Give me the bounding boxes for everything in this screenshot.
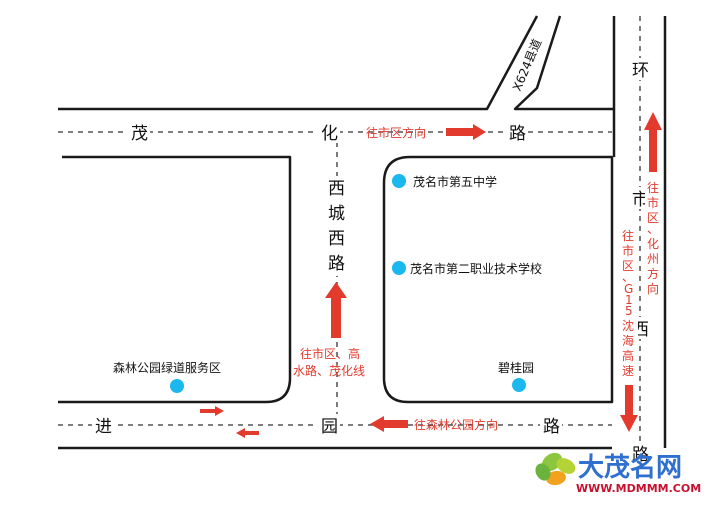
huanshi-char-1: 环 xyxy=(632,61,649,81)
direction-arrows: 往市区方向 往市区、高 水路、茂化线 往森林公园方向 xyxy=(200,124,498,438)
school5-label: 茂名市第五中学 xyxy=(413,174,497,189)
xicheng-char-4: 路 xyxy=(328,254,345,274)
vocational-label: 茂名市第二职业技术学校 xyxy=(410,261,542,276)
biguiyuan-marker xyxy=(512,378,526,392)
biguiyuan-label: 碧桂园 xyxy=(498,360,534,375)
huazhou-char-2: 市 xyxy=(647,195,659,210)
g15-down-arrow xyxy=(620,385,638,432)
to-city-arrow xyxy=(446,124,486,140)
huazhou-char-3: 区 xyxy=(647,211,659,225)
watermark-url: WWW.MDMMM.COM xyxy=(576,482,701,495)
xicheng-char-3: 西 xyxy=(328,229,345,249)
huazhou-char-1: 往 xyxy=(647,180,659,195)
maohua-road-top-edge xyxy=(58,15,539,111)
g15-char-4: 、 xyxy=(622,270,634,284)
poi-markers: 茂名市第五中学 茂名市第二职业技术学校 森林公园绿道服务区 碧桂园 xyxy=(113,174,542,393)
g15-char-10: 高 xyxy=(622,348,634,363)
huazhou-char-5: 化 xyxy=(647,237,659,251)
huanshi-char-4: 路 xyxy=(632,445,649,465)
jinyuan-char-2: 园 xyxy=(321,417,338,437)
right-block-edge xyxy=(382,155,614,404)
forest-station-marker xyxy=(170,379,184,393)
maohua-char-2: 化 xyxy=(321,124,338,144)
forest-station-label: 森林公园绿道服务区 xyxy=(113,360,221,375)
g15-char-6: 1 xyxy=(625,293,633,307)
to-city-gaoshui-line2: 水路、茂化线 xyxy=(293,363,365,378)
x624-road-right-edge xyxy=(513,15,616,111)
huazhou-char-6: 州 xyxy=(647,252,659,266)
clover-logo-icon xyxy=(535,452,576,486)
xicheng-char-2: 城 xyxy=(328,204,345,224)
to-city-gaoshui-line1: 往市区、高 xyxy=(300,346,360,361)
to-city-huazhou-vertical-label: 往 市 区 、 化 州 方 向 xyxy=(645,177,663,301)
huanshi-char-2: 市 xyxy=(632,190,649,210)
jinyuan-char-1: 进 xyxy=(95,417,112,437)
xicheng-up-arrow xyxy=(325,282,347,338)
road-outlines xyxy=(58,15,667,450)
xicheng-char-1: 西 xyxy=(328,179,345,199)
maohua-char-1: 茂 xyxy=(131,124,148,144)
g15-char-9: 海 xyxy=(622,333,634,348)
watermark-brand: 大茂名网 xyxy=(578,452,682,483)
g15-char-1: 往 xyxy=(622,228,634,243)
vocational-marker xyxy=(392,261,406,275)
to-forest-park-arrow xyxy=(370,416,408,432)
school5-marker xyxy=(392,174,406,188)
maohua-char-3: 路 xyxy=(509,124,526,144)
g15-char-5: G xyxy=(624,282,633,296)
maohua-road-label: 茂 化 路 xyxy=(128,121,528,144)
g15-char-7: 5 xyxy=(625,304,633,318)
jinyuan-char-3: 路 xyxy=(543,417,560,437)
g15-char-8: 沈 xyxy=(622,318,634,333)
huazhou-up-arrow xyxy=(644,112,662,172)
huazhou-char-4: 、 xyxy=(647,222,659,236)
g15-char-2: 市 xyxy=(622,243,634,258)
g15-char-3: 区 xyxy=(622,259,634,273)
jinyuan-right-small-arrow xyxy=(200,406,224,416)
xicheng-road-label: 西 城 西 路 xyxy=(326,176,348,276)
to-city-g15-vertical-label: 往 市 区 、 G 1 5 沈 海 高 速 xyxy=(620,222,638,382)
to-city-label: 往市区方向 xyxy=(366,125,426,140)
jinyuan-left-small-arrow xyxy=(236,428,259,438)
huazhou-char-8: 向 xyxy=(647,281,659,296)
left-block-edge xyxy=(58,155,292,404)
to-forest-park-label: 往森林公园方向 xyxy=(414,417,498,432)
road-centerlines xyxy=(58,16,641,448)
huazhou-char-7: 方 xyxy=(647,266,659,281)
g15-char-11: 速 xyxy=(622,364,634,378)
watermark: 大茂名网 WWW.MDMMM.COM xyxy=(535,452,701,495)
jinyuan-road-label: 进 园 路 xyxy=(92,414,562,437)
